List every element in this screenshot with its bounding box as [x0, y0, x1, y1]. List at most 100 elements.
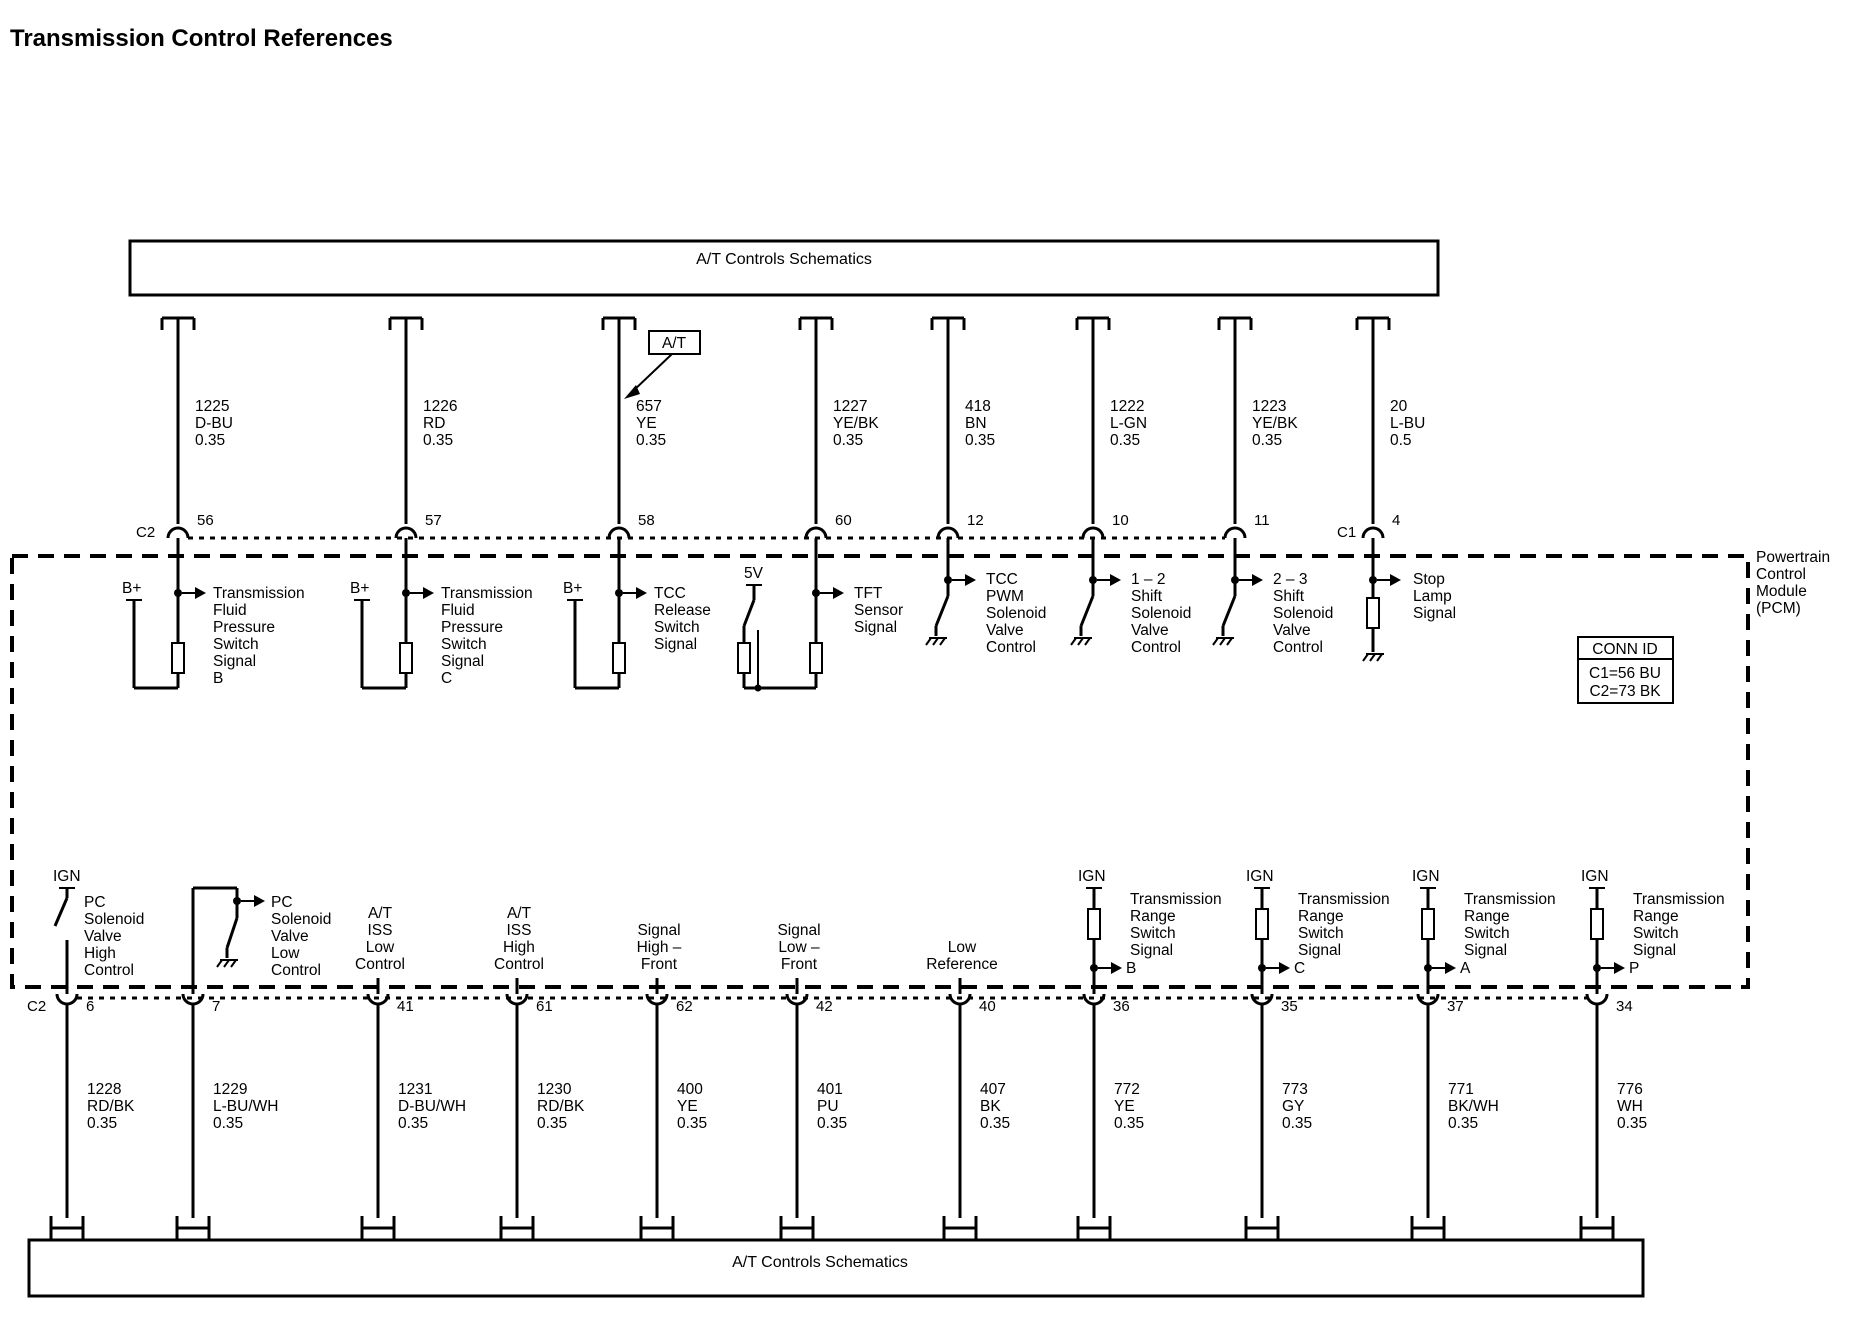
function-label-line: ISS [507, 922, 532, 939]
wire-circuit-number: 1223 [1252, 398, 1286, 415]
ground-symbol-hatch [1084, 637, 1091, 646]
function-label-line: Low [948, 939, 977, 956]
junction-dot [1090, 964, 1098, 972]
pin-number: 36 [1113, 998, 1130, 1015]
supply-label: IGN [1078, 868, 1106, 885]
wire-gauge: 0.35 [677, 1115, 707, 1132]
signal-arrow-head [423, 587, 434, 599]
at-callout: A/T [624, 330, 701, 399]
supply-label: IGN [1581, 868, 1609, 885]
wire-color: L-BU/WH [213, 1098, 278, 1115]
bottom-pin-arc [1416, 993, 1440, 1006]
signal-tag: C [1294, 960, 1305, 977]
wire-gauge: 0.35 [980, 1115, 1010, 1132]
function-label-line: Control [494, 956, 544, 973]
wire-circuit-number: 401 [817, 1081, 843, 1098]
signal-tag: A [1460, 960, 1471, 977]
supply-label: 5V [744, 565, 764, 582]
wire-gauge: 0.35 [1282, 1115, 1312, 1132]
function-label-line: Valve [1131, 622, 1169, 639]
wire-color: YE [677, 1098, 698, 1115]
pin-number: 40 [979, 998, 996, 1015]
ground-symbol-hatch [932, 637, 939, 646]
function-label-line: Control [1131, 639, 1181, 656]
pin-number: 41 [397, 998, 414, 1015]
conn-id-line: C2=73 BK [1589, 683, 1661, 700]
wire-gauge: 0.35 [1110, 432, 1140, 449]
ground-symbol-hatch [230, 959, 237, 968]
ground-symbol-hatch [223, 959, 230, 968]
top-pin-arc [1361, 526, 1385, 539]
function-label-line: TFT [854, 585, 883, 602]
wire-color: RD [423, 415, 445, 432]
ground-symbol-hatch [1369, 653, 1376, 662]
signal-tag: B [1126, 960, 1136, 977]
at-tag-label: A/T [662, 335, 687, 352]
bottom-connector-c2: C2 [27, 998, 46, 1015]
signal-arrow-head [1445, 962, 1456, 974]
wire-color: YE [636, 415, 657, 432]
function-label-line: Valve [271, 928, 309, 945]
function-label-line: Signal [441, 653, 484, 670]
pin-number: 60 [835, 512, 852, 529]
pin-number: 58 [638, 512, 655, 529]
wire-gauge: 0.35 [213, 1115, 243, 1132]
wire-color: YE/BK [1252, 415, 1298, 432]
signal-arrow-head [636, 587, 647, 599]
function-label-line: ISS [368, 922, 393, 939]
top-pin-arc [166, 526, 190, 539]
function-label-line: Control [986, 639, 1036, 656]
function-label-line: Control [271, 962, 321, 979]
function-label-line: Solenoid [986, 605, 1046, 622]
driver-switch [1079, 595, 1095, 627]
junction-dot [1424, 964, 1432, 972]
signal-arrow-head [1390, 574, 1401, 586]
function-label-line: Signal [654, 636, 697, 653]
wire-gauge: 0.35 [965, 432, 995, 449]
wire-circuit-number: 1222 [1110, 398, 1144, 415]
pin-number: 62 [676, 998, 693, 1015]
function-label-line: A/T [368, 905, 393, 922]
function-label-line: Transmission [1464, 891, 1556, 908]
supply-label: B+ [563, 580, 582, 597]
pin-number: 6 [86, 998, 94, 1015]
ground-symbol-hatch [925, 637, 932, 646]
wire-color: BK [980, 1098, 1001, 1115]
pin-number: 34 [1616, 998, 1633, 1015]
bottom-schematic-label: A/T Controls Schematics [732, 1254, 908, 1271]
pullup-resistor [1590, 908, 1604, 940]
pullup-resistor [1255, 908, 1269, 940]
function-label-line: Fluid [441, 602, 475, 619]
wire-color: YE/BK [833, 415, 879, 432]
function-label-line: Transmission [1633, 891, 1725, 908]
function-label-line: Signal [1464, 942, 1507, 959]
function-label-line: Switch [654, 619, 700, 636]
switch-blade [742, 599, 756, 627]
function-label-line: Signal [854, 619, 897, 636]
function-label-line: Valve [986, 622, 1024, 639]
pin-number: 7 [212, 998, 220, 1015]
at-tag-frame [648, 330, 701, 355]
function-label-line: Shift [1131, 588, 1163, 605]
function-label-line: C [441, 670, 452, 687]
function-label-line: Range [1464, 908, 1510, 925]
module-label: Powertrain Control Module (PCM) [1756, 549, 1834, 617]
pin-number: 10 [1112, 512, 1129, 529]
wire-color: PU [817, 1098, 839, 1115]
pin-number: 56 [197, 512, 214, 529]
signal-arrow-head [195, 587, 206, 599]
wire-circuit-number: 1228 [87, 1081, 121, 1098]
function-label-line: High – [637, 939, 682, 956]
top-pin-arc [607, 526, 631, 539]
